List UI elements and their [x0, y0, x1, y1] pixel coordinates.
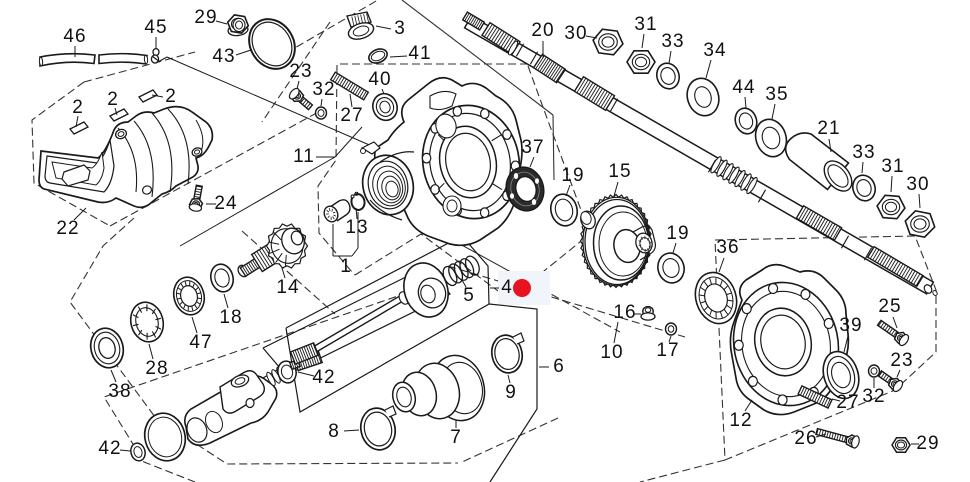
- svg-text:43: 43: [212, 46, 235, 67]
- svg-text:39: 39: [839, 315, 862, 336]
- svg-text:28: 28: [145, 358, 168, 379]
- svg-text:27: 27: [340, 105, 363, 126]
- svg-text:27: 27: [836, 392, 859, 413]
- svg-text:11: 11: [293, 146, 315, 167]
- svg-text:44: 44: [732, 77, 755, 98]
- svg-text:17: 17: [656, 340, 679, 361]
- svg-text:34: 34: [703, 40, 726, 61]
- svg-text:30: 30: [906, 174, 929, 195]
- svg-text:30: 30: [564, 23, 587, 44]
- svg-text:45: 45: [144, 17, 167, 38]
- svg-text:5: 5: [463, 285, 475, 306]
- svg-text:3: 3: [394, 18, 406, 39]
- svg-text:33: 33: [661, 31, 684, 52]
- svg-text:42: 42: [98, 438, 121, 459]
- svg-text:32: 32: [312, 79, 335, 100]
- svg-text:20: 20: [531, 20, 554, 41]
- svg-text:36: 36: [716, 237, 739, 258]
- svg-text:47: 47: [189, 332, 212, 353]
- svg-text:31: 31: [634, 14, 657, 35]
- svg-text:2: 2: [107, 89, 119, 110]
- svg-text:29: 29: [916, 433, 939, 454]
- svg-text:10: 10: [600, 342, 623, 363]
- svg-text:26: 26: [794, 428, 817, 449]
- svg-text:33: 33: [852, 142, 875, 163]
- svg-text:2: 2: [165, 86, 177, 107]
- svg-text:42: 42: [312, 367, 335, 388]
- svg-text:31: 31: [881, 156, 904, 177]
- svg-text:1: 1: [340, 256, 352, 277]
- svg-text:19: 19: [666, 223, 689, 244]
- svg-text:40: 40: [368, 69, 391, 90]
- svg-text:22: 22: [56, 218, 79, 239]
- svg-text:12: 12: [729, 410, 752, 431]
- svg-text:13: 13: [345, 217, 368, 238]
- svg-text:4: 4: [501, 277, 513, 298]
- svg-text:19: 19: [561, 165, 584, 186]
- svg-text:46: 46: [63, 26, 86, 47]
- svg-text:9: 9: [505, 382, 517, 403]
- svg-text:7: 7: [450, 427, 462, 448]
- svg-text:35: 35: [765, 84, 788, 105]
- svg-text:23: 23: [289, 61, 312, 82]
- svg-text:15: 15: [608, 161, 631, 182]
- svg-text:41: 41: [408, 43, 431, 64]
- svg-text:38: 38: [108, 381, 131, 402]
- svg-text:16: 16: [613, 302, 636, 323]
- svg-text:8: 8: [328, 421, 340, 442]
- svg-text:32: 32: [862, 386, 885, 407]
- svg-text:6: 6: [553, 356, 565, 377]
- svg-text:21: 21: [817, 118, 840, 139]
- svg-text:37: 37: [521, 137, 544, 158]
- svg-text:2: 2: [72, 97, 84, 118]
- svg-text:18: 18: [219, 307, 242, 328]
- svg-text:14: 14: [276, 277, 299, 298]
- svg-text:23: 23: [890, 350, 913, 371]
- svg-text:24: 24: [214, 193, 237, 214]
- svg-text:29: 29: [194, 7, 217, 28]
- svg-text:25: 25: [878, 296, 901, 317]
